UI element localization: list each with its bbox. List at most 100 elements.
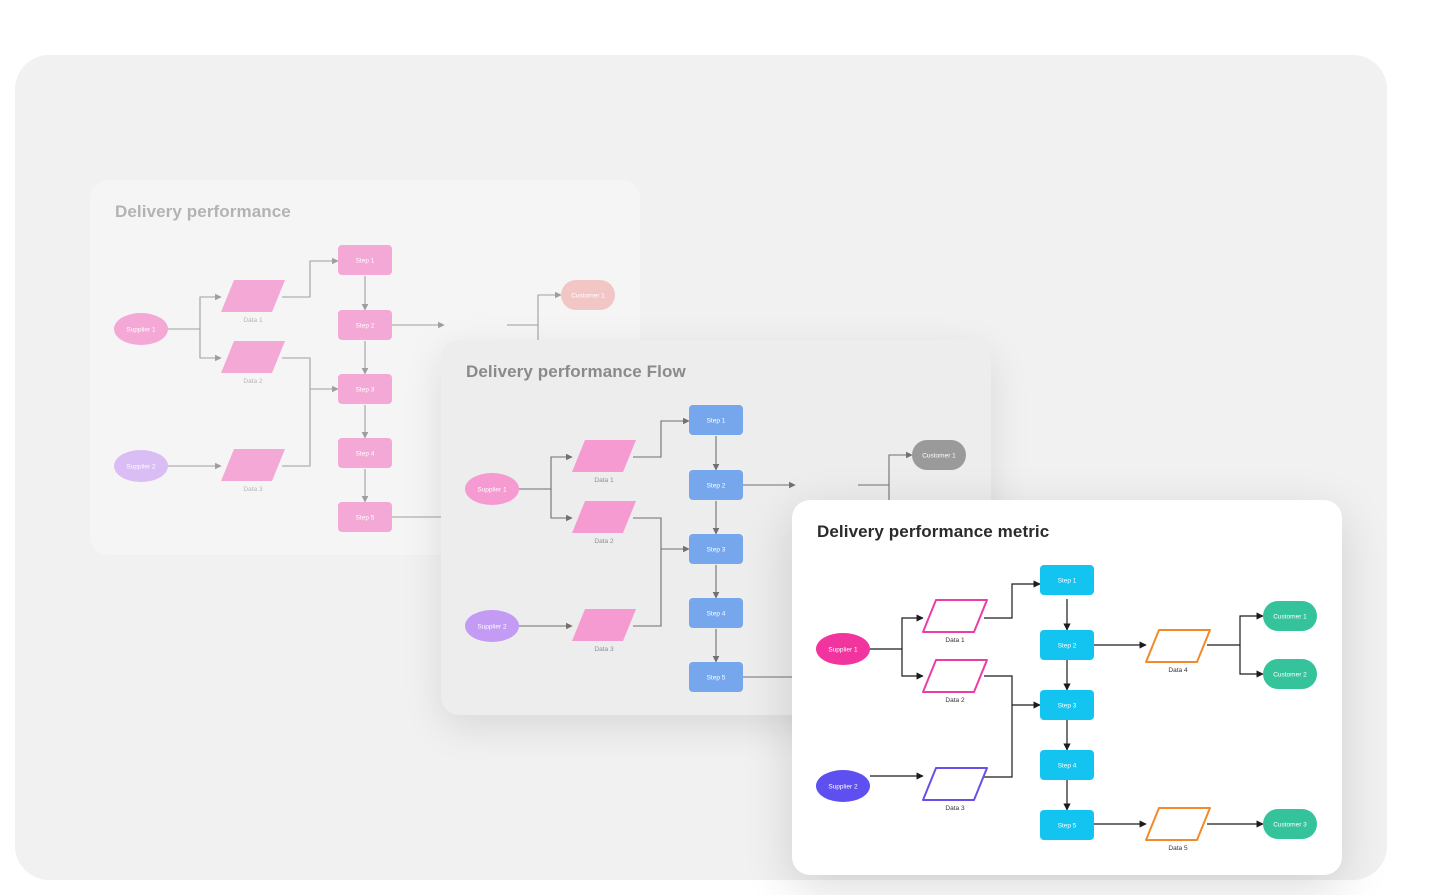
node-data5[interactable]: Data 5 bbox=[1145, 807, 1211, 852]
node-customer1[interactable]: Customer 1 bbox=[1263, 601, 1317, 631]
node-label: Step 4 bbox=[356, 451, 375, 458]
node-label: Supplier 1 bbox=[828, 647, 858, 654]
node-shape bbox=[572, 440, 636, 472]
node-supplier1[interactable]: Supplier 1 bbox=[816, 633, 870, 665]
node-shape bbox=[572, 501, 636, 533]
node-label: Supplier 2 bbox=[126, 464, 156, 471]
connector-line bbox=[984, 580, 1041, 619]
connector-line bbox=[282, 357, 311, 467]
node-step2[interactable]: Step 2 bbox=[338, 310, 392, 340]
node-step2[interactable]: Step 2 bbox=[1040, 630, 1094, 660]
node-step1[interactable]: Step 1 bbox=[689, 405, 743, 435]
node-shape bbox=[689, 470, 743, 500]
connector-line bbox=[1207, 612, 1264, 646]
connector-line bbox=[519, 453, 573, 490]
node-shape bbox=[338, 374, 392, 404]
node-shape bbox=[465, 610, 519, 642]
node-label: Data 1 bbox=[594, 477, 614, 484]
node-data2[interactable]: Data 2 bbox=[922, 659, 988, 704]
node-supplier1[interactable]: Supplier 1 bbox=[465, 473, 519, 505]
node-shape bbox=[572, 609, 636, 641]
node-shape bbox=[338, 310, 392, 340]
node-label: Step 2 bbox=[707, 483, 726, 490]
node-data2[interactable]: Data 2 bbox=[221, 341, 285, 385]
node-shape bbox=[1145, 807, 1211, 841]
node-label: Supplier 2 bbox=[828, 784, 858, 791]
node-shape bbox=[1263, 809, 1317, 839]
node-label: Step 3 bbox=[707, 547, 726, 554]
node-step1[interactable]: Step 1 bbox=[1040, 565, 1094, 595]
node-supplier2[interactable]: Supplier 2 bbox=[816, 770, 870, 802]
node-label: Step 5 bbox=[356, 515, 375, 522]
node-shape bbox=[816, 633, 870, 665]
node-step3[interactable]: Step 3 bbox=[689, 534, 743, 564]
node-label: Data 2 bbox=[243, 378, 263, 385]
node-shape bbox=[912, 440, 966, 470]
node-shape bbox=[114, 450, 168, 482]
node-customer3[interactable]: Customer 3 bbox=[1263, 809, 1317, 839]
node-shape bbox=[1040, 810, 1094, 840]
node-label: Data 1 bbox=[945, 637, 965, 644]
node-shape bbox=[689, 534, 743, 564]
node-step5[interactable]: Step 5 bbox=[338, 502, 392, 532]
node-data1[interactable]: Data 1 bbox=[922, 599, 988, 644]
node-shape bbox=[1040, 750, 1094, 780]
node-step3[interactable]: Step 3 bbox=[1040, 690, 1094, 720]
node-supplier2[interactable]: Supplier 2 bbox=[114, 450, 168, 482]
connector-line bbox=[633, 417, 690, 458]
node-data1[interactable]: Data 1 bbox=[572, 440, 636, 484]
node-step2[interactable]: Step 2 bbox=[689, 470, 743, 500]
node-label: Customer 2 bbox=[1273, 672, 1307, 679]
node-shape bbox=[1263, 601, 1317, 631]
node-data4[interactable]: Data 4 bbox=[1145, 629, 1211, 674]
flowchart-front: Supplier 1 Supplier 2 Data 1 Data 2 Data 3 Da… bbox=[816, 565, 1317, 852]
node-shape bbox=[338, 438, 392, 468]
node-shape bbox=[338, 245, 392, 275]
node-label: Customer 3 bbox=[1273, 822, 1307, 829]
node-customer1[interactable]: Customer 1 bbox=[912, 440, 966, 470]
connector-line bbox=[168, 293, 222, 330]
node-data3[interactable]: Data 3 bbox=[221, 449, 285, 493]
connector-line bbox=[550, 489, 573, 522]
node-label: Step 4 bbox=[1058, 763, 1077, 770]
node-shape bbox=[922, 767, 988, 801]
node-label: Step 5 bbox=[1058, 823, 1077, 830]
node-step3[interactable]: Step 3 bbox=[338, 374, 392, 404]
flowchart-middle: Supplier 1 Supplier 2 Data 1 Data 2 Data 3 St… bbox=[465, 405, 966, 692]
node-shape bbox=[1263, 659, 1317, 689]
node-step5[interactable]: Step 5 bbox=[689, 662, 743, 692]
node-label: Customer 1 bbox=[1273, 614, 1307, 621]
card-title: Delivery performance bbox=[115, 202, 291, 221]
connector-line bbox=[282, 257, 339, 298]
node-step4[interactable]: Step 4 bbox=[1040, 750, 1094, 780]
node-label: Supplier 2 bbox=[477, 624, 507, 631]
card-title: Delivery performance Flow bbox=[466, 362, 686, 381]
node-shape bbox=[561, 280, 615, 310]
node-customer2[interactable]: Customer 2 bbox=[1263, 659, 1317, 689]
node-label: Data 4 bbox=[1168, 667, 1188, 674]
node-label: Step 3 bbox=[356, 387, 375, 394]
connector-line bbox=[633, 517, 662, 627]
node-label: Data 1 bbox=[243, 317, 263, 324]
node-data3[interactable]: Data 3 bbox=[922, 767, 988, 812]
node-step5[interactable]: Step 5 bbox=[1040, 810, 1094, 840]
node-shape bbox=[1040, 565, 1094, 595]
node-shape bbox=[1040, 630, 1094, 660]
node-step1[interactable]: Step 1 bbox=[338, 245, 392, 275]
node-shape bbox=[816, 770, 870, 802]
node-label: Step 4 bbox=[707, 611, 726, 618]
node-step4[interactable]: Step 4 bbox=[689, 598, 743, 628]
node-supplier1[interactable]: Supplier 1 bbox=[114, 313, 168, 345]
node-data2[interactable]: Data 2 bbox=[572, 501, 636, 545]
node-data1[interactable]: Data 1 bbox=[221, 280, 285, 324]
node-label: Supplier 1 bbox=[477, 487, 507, 494]
node-shape bbox=[338, 502, 392, 532]
node-data3[interactable]: Data 3 bbox=[572, 609, 636, 653]
node-step4[interactable]: Step 4 bbox=[338, 438, 392, 468]
node-customer1[interactable]: Customer 1 bbox=[561, 280, 615, 310]
node-label: Customer 1 bbox=[571, 293, 605, 300]
node-shape bbox=[1145, 629, 1211, 663]
node-supplier2[interactable]: Supplier 2 bbox=[465, 610, 519, 642]
node-label: Data 3 bbox=[594, 646, 614, 653]
